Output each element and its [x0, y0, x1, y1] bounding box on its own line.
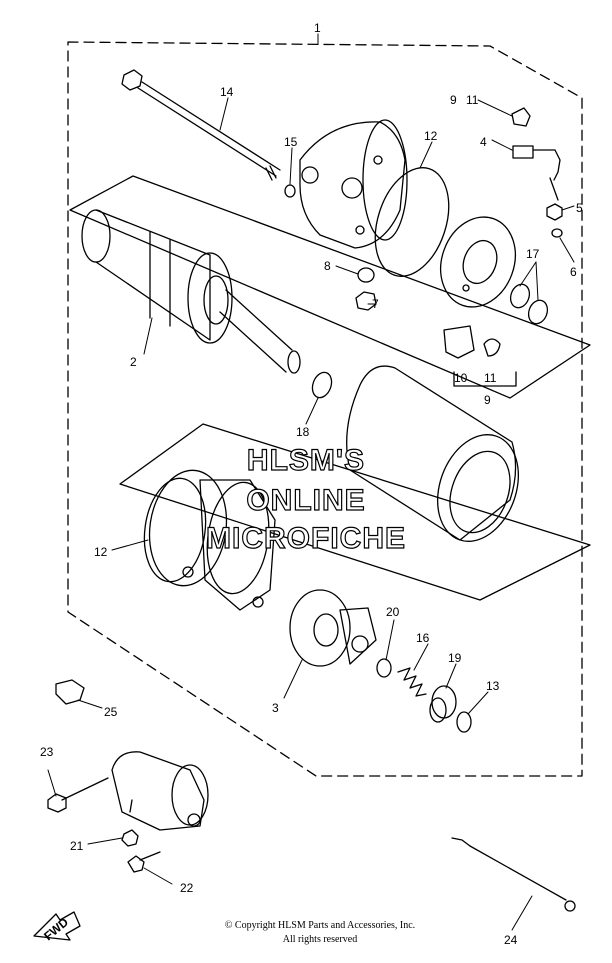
callout-21: 21 [70, 839, 84, 853]
callout-12-bottom: 12 [94, 545, 108, 559]
o-ring-15 [284, 184, 296, 198]
callout-19: 19 [448, 651, 462, 665]
callout-7: 7 [372, 297, 379, 311]
watermark-line-3: MICROFICHE [205, 521, 406, 555]
clip-20 [376, 658, 392, 678]
callout-9-top: 9 [450, 93, 457, 107]
armature-2 [81, 209, 301, 374]
starter-motor-assembled [111, 751, 209, 831]
callout-17: 17 [526, 247, 540, 261]
callout-2: 2 [130, 355, 137, 369]
callout-20: 20 [386, 605, 400, 619]
copyright-line-1: © Copyright HLSM Parts and Accessories, … [224, 920, 416, 931]
callout-23: 23 [40, 745, 54, 759]
brush-lead-4 [512, 145, 561, 201]
gasket-12-upper [374, 167, 450, 277]
callout-3: 3 [272, 701, 279, 715]
clip-25 [55, 679, 85, 705]
bolt-14 [121, 69, 281, 181]
lead-wire-24 [451, 837, 576, 912]
pinion-clutch-3 [289, 589, 377, 667]
front-cover [148, 469, 276, 611]
washer-17a [509, 283, 531, 309]
brush-spring-11 [483, 338, 501, 357]
rear-cover [299, 119, 408, 249]
spring-16 [397, 667, 427, 697]
washer-8 [357, 267, 375, 283]
ring-13 [456, 711, 472, 733]
lower-plate-outline [119, 423, 591, 601]
callout-6: 6 [570, 265, 577, 279]
leader-lines [47, 33, 575, 931]
gasket-12-lower [143, 477, 207, 583]
bolt-22 [127, 851, 161, 873]
callout-13: 13 [486, 679, 500, 693]
assembly-boundary [67, 41, 583, 777]
washer-18 [311, 371, 333, 399]
brush-holder-10 [443, 325, 475, 359]
upper-plate-outline [69, 175, 591, 399]
watermark-line-2: ONLINE [246, 483, 366, 517]
callout-1: 1 [314, 21, 321, 35]
callout-16: 16 [416, 631, 430, 645]
callout-9: 9 [484, 393, 491, 407]
callout-11-top: 11 [466, 93, 479, 107]
callout-15: 15 [284, 135, 298, 149]
callout-18: 18 [296, 425, 310, 439]
bolt-23 [47, 777, 109, 813]
callout-22: 22 [180, 881, 194, 895]
nut-5 [546, 203, 563, 221]
callout-4: 4 [480, 135, 487, 149]
yoke-housing [346, 365, 520, 542]
washer-17b [527, 299, 549, 325]
callout-14: 14 [220, 85, 234, 99]
clip-11-top [511, 107, 531, 127]
copyright-line-2: All rights reserved [282, 934, 358, 945]
watermark-line-1: HLSM'S [246, 443, 366, 477]
bracket-9 [453, 371, 517, 387]
washer-6 [551, 228, 563, 238]
callout-5: 5 [576, 201, 583, 215]
callout-25: 25 [104, 705, 118, 719]
callout-12-top: 12 [424, 129, 438, 143]
callout-11: 11 [484, 371, 497, 385]
fwd-arrow [33, 911, 81, 941]
brush-plate [440, 216, 516, 308]
callout-10: 10 [454, 371, 468, 385]
collar-19 [429, 685, 457, 723]
nut-21 [121, 829, 139, 847]
callout-24: 24 [504, 933, 518, 947]
callout-8: 8 [324, 259, 331, 273]
